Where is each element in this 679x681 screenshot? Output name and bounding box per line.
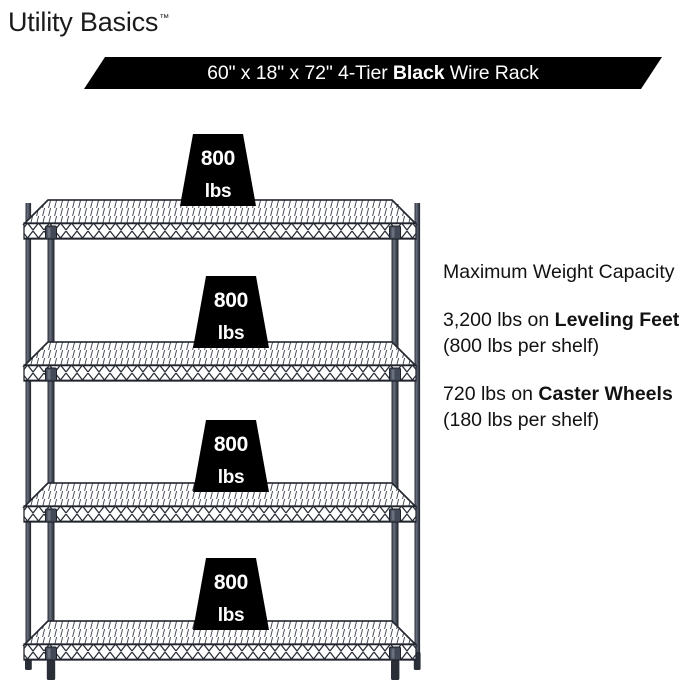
badge-unit: lbs	[217, 467, 245, 488]
badge-value: 800	[200, 147, 236, 170]
title-banner: 60" x 18" x 72" 4-Tier Black Wire Rack	[84, 57, 662, 89]
copy-spacer-2	[443, 360, 679, 381]
caster-wheels-bold: Caster Wheels	[538, 382, 673, 405]
caster-wheels-suffix: (180 lbs per shelf)	[443, 409, 600, 431]
caster-wheels-prefix: 720 lbs on	[443, 382, 539, 405]
rack-back-posts	[25, 203, 421, 658]
leveling-feet-bold: Leveling Feet	[554, 308, 679, 331]
badge-unit: lbs	[204, 181, 232, 202]
badge-value: 800	[213, 289, 249, 312]
trademark-symbol: ™	[159, 13, 170, 24]
badge-unit: lbs	[217, 605, 245, 626]
leveling-feet-suffix: (800 lbs per shelf)	[443, 335, 600, 357]
caster-wheels-line: 720 lbs on Caster Wheels (180 lbs per sh…	[443, 381, 679, 434]
leveling-feet-prefix: 3,200 lbs on	[443, 308, 555, 331]
shelf-weight-badge: 800 lbs	[193, 276, 269, 348]
brand-name: Utility Basics	[8, 7, 159, 37]
capacity-copy-column: Maximum Weight Capacity 3,200 lbs on Lev…	[443, 259, 679, 434]
copy-spacer-1	[443, 286, 679, 307]
leveling-feet-line: 3,200 lbs on Leveling Feet (800 lbs per …	[443, 307, 679, 360]
brand-logo: Utility Basics™	[8, 2, 169, 39]
rack-front-posts	[47, 204, 399, 666]
badge-unit: lbs	[217, 323, 245, 344]
shelf-weight-badge: 800 lbs	[193, 420, 269, 492]
title-banner-text: 60" x 18" x 72" 4-Tier Black Wire Rack	[84, 57, 662, 89]
banner-bold-word: Black	[392, 62, 445, 84]
banner-suffix: Wire Rack	[444, 62, 539, 84]
capacity-heading: Maximum Weight Capacity	[443, 261, 675, 283]
wire-rack-illustration	[0, 100, 440, 681]
wire-rack-svg	[23, 199, 421, 680]
banner-prefix: 60" x 18" x 72" 4-Tier	[207, 62, 393, 84]
shelf-weight-badge: 800 lbs	[180, 134, 256, 206]
badge-value: 800	[213, 571, 249, 594]
badge-value: 800	[213, 433, 249, 456]
shelf-weight-badge: 800 lbs	[193, 558, 269, 630]
